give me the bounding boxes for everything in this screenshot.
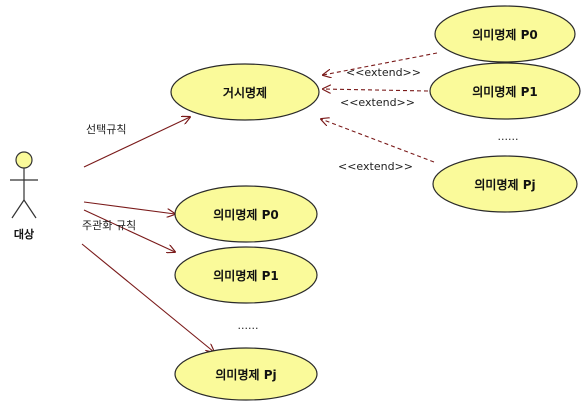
use-case-meaning-p0-right: 의미명제 P0: [434, 5, 576, 63]
extend-line-p1: [323, 89, 429, 91]
extend-label-p1: <<extend>>: [340, 96, 415, 109]
actor-left-leg: [11, 199, 25, 219]
ellipsis-bottom: ......: [238, 319, 259, 332]
use-case-meaning-pj-right: 의미명제 Pj: [432, 155, 578, 213]
association-to-meaning-pj: [81, 243, 214, 352]
actor-head: [15, 151, 33, 169]
use-case-meaning-p1-right-label: 의미명제 P1: [472, 84, 537, 99]
use-case-meaning-p1-right: 의미명제 P1: [429, 62, 581, 120]
use-case-meaning-pj-right-label: 의미명제 Pj: [474, 177, 535, 192]
extend-label-pj: <<extend>>: [338, 160, 413, 173]
subject-rule-label: 주관화 규칙: [82, 219, 136, 232]
associations: [81, 117, 214, 352]
association-to-existence: [83, 117, 190, 168]
use-case-meaning-pj-bottom-label: 의미명제 Pj: [215, 367, 276, 382]
extend-label-p0: <<extend>>: [346, 66, 421, 79]
ellipsis-right: ......: [498, 130, 519, 143]
extend-line-pj: [321, 119, 435, 163]
use-case-meaning-p0-bottom-label: 의미명제 P0: [213, 207, 278, 222]
extend-relations: [321, 52, 438, 163]
use-case-meaning-p0-right-label: 의미명제 P0: [472, 27, 537, 42]
use-case-existence-label: 거시명제: [223, 85, 267, 100]
use-case-meaning-p0-bottom: 의미명제 P0: [174, 185, 318, 243]
use-case-meaning-pj-bottom: 의미명제 Pj: [174, 347, 318, 401]
use-case-meaning-p1-bottom: 의미명제 P1: [174, 246, 318, 304]
actor: 대상: [10, 151, 38, 241]
select-rule-label: 선택규칙: [86, 123, 126, 136]
association-to-meaning-p1: [83, 209, 175, 252]
extend-line-p0: [323, 52, 438, 75]
use-case-existence: 거시명제: [170, 63, 320, 121]
use-case-meaning-p1-bottom-label: 의미명제 P1: [213, 268, 278, 283]
actor-label: 대상: [14, 227, 34, 241]
association-to-meaning-p0: [83, 201, 175, 214]
actor-right-leg: [23, 199, 37, 219]
